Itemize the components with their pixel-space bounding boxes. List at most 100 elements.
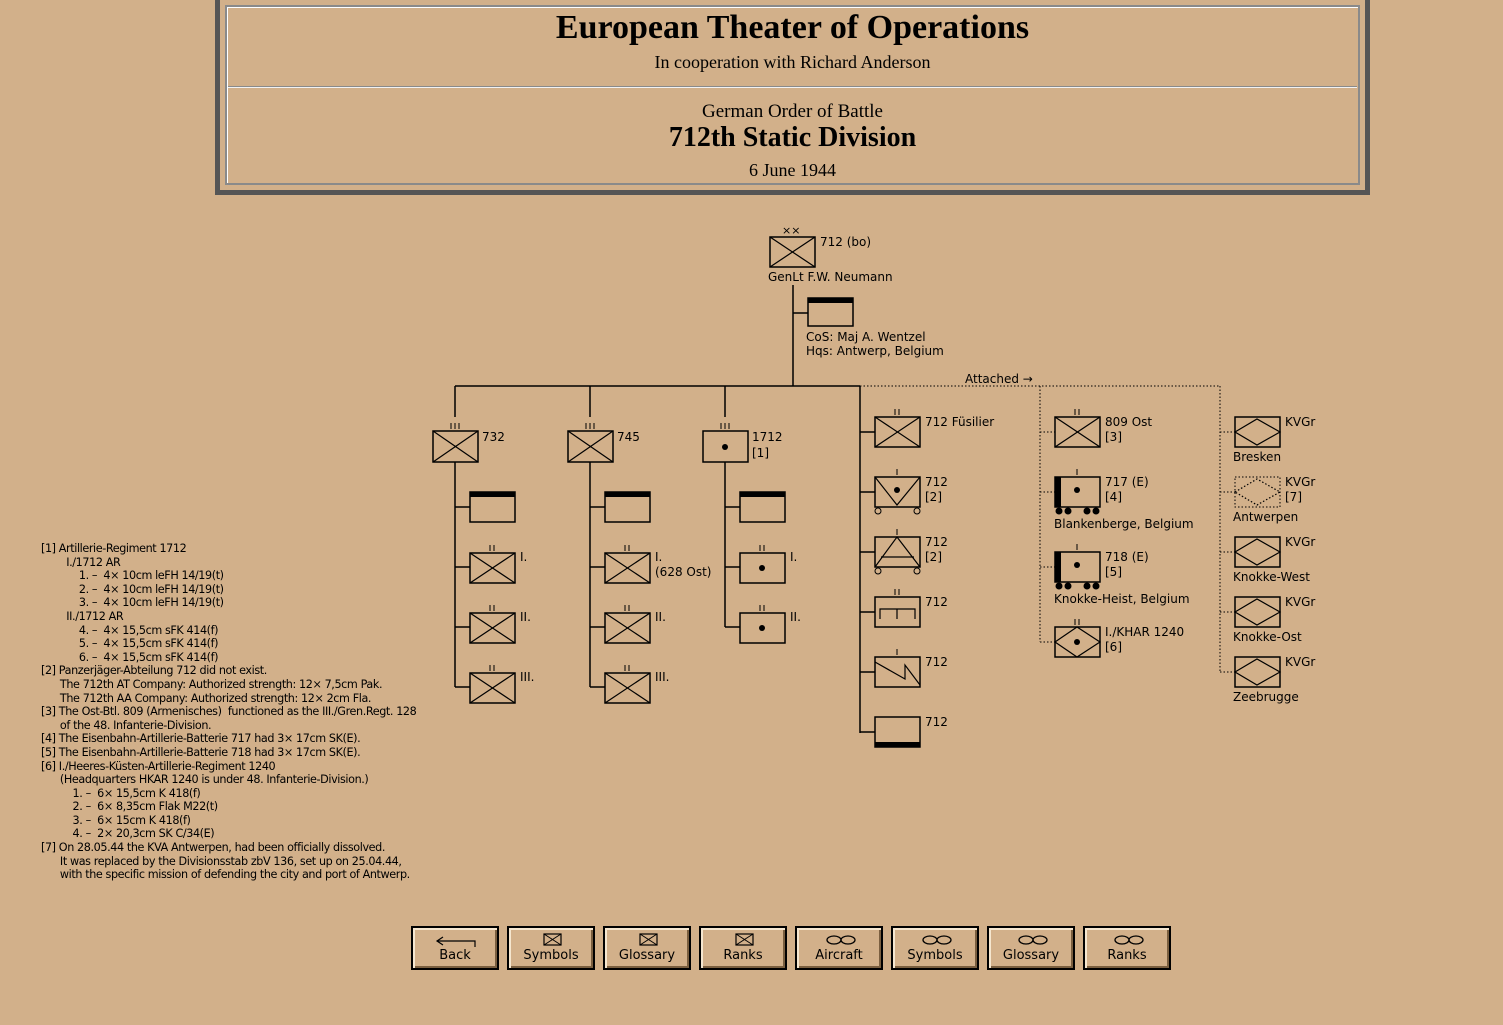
kvgr-label: KVGr (1285, 415, 1315, 429)
kvgr-location: Knokke-Ost (1233, 630, 1302, 644)
header-divider (228, 86, 1357, 88)
battalion-symbol (469, 545, 516, 584)
nav-button-symbols-air[interactable]: Symbols (891, 926, 979, 970)
divisional-unit-note: [2] (925, 490, 942, 504)
order-of-battle-label: German Order of Battle (702, 101, 883, 122)
nav-button-ranks-air[interactable]: Ranks (1083, 926, 1171, 970)
kvgr-symbol (1233, 536, 1282, 568)
divisional-unit-box (874, 596, 921, 628)
battalion-box (604, 552, 651, 584)
battalion-label: II. (655, 610, 666, 624)
nav-button-label: Symbols (907, 948, 963, 963)
regiment-hq-company (604, 491, 651, 523)
divisional-unit-box (874, 416, 921, 448)
divisional-unit-label: 712 (925, 715, 948, 729)
division-box (769, 236, 816, 268)
footnote-line: 2. – 4× 10cm leFH 14/19(t) (41, 582, 224, 596)
division-label: 712 (bo) (820, 235, 871, 249)
kvgr-label: KVGr (1285, 595, 1315, 609)
attached-unit-label: 809 Ost (1105, 415, 1152, 429)
attached-unit-note: [5] (1105, 565, 1122, 579)
divisional-unit-label: 712 (925, 655, 948, 669)
regiment-symbol-1712 (702, 423, 749, 463)
kvgr-symbol (1233, 596, 1282, 628)
battalion-extra-label: (628 Ost) (655, 565, 711, 579)
divisional-unit-symbol (874, 529, 921, 575)
battalion-symbol (604, 665, 651, 704)
battalion-label: I. (790, 550, 797, 564)
army-symbol-icon (701, 933, 785, 947)
footnote-line: I./1712 AR (41, 555, 121, 569)
divisional-unit-box (874, 476, 921, 508)
nav-button-label: Ranks (1107, 948, 1147, 963)
footnote-line: with the specific mission of defending t… (41, 868, 410, 882)
battalion-label: III. (655, 670, 669, 684)
kvgr-location: Bresken (1233, 450, 1281, 464)
footnote-line: The 712th AT Company: Authorized strengt… (41, 677, 383, 691)
battalion-label: II. (790, 610, 801, 624)
footnote-line: of the 48. Infanterie-Division. (41, 718, 212, 732)
regiment-symbol-745 (567, 423, 614, 463)
nav-button-label: Back (439, 948, 471, 963)
nav-button-aircraft-air[interactable]: Aircraft (795, 926, 883, 970)
division-title: 712th Static Division (668, 122, 917, 153)
divisional-unit-label: 712 (925, 475, 948, 489)
footnote-line: 3. – 6× 15cm K 418(f) (41, 813, 191, 827)
kvgr-box (1234, 476, 1281, 508)
divisional-unit-symbol (874, 716, 921, 748)
divisional-unit-box (874, 536, 921, 568)
nav-button-symbols[interactable]: Symbols (507, 926, 595, 970)
regiment-note: [1] (752, 446, 769, 460)
kvgr-location: Knokke-West (1233, 570, 1310, 584)
attached-unit-symbol (1054, 544, 1101, 590)
attached-unit-label: 718 (E) (1105, 550, 1149, 564)
footnote-line: 3. – 4× 10cm leFH 14/19(t) (41, 596, 224, 610)
divisional-unit-box (874, 656, 921, 688)
attached-unit-note: [6] (1105, 640, 1122, 654)
divisional-unit-label: 712 (925, 535, 948, 549)
footnote-line: [5] The Eisenbahn-Artillerie-Batterie 71… (41, 745, 361, 759)
footnote-line: [7] On 28.05.44 the KVA Antwerpen, had b… (41, 841, 386, 855)
kvgr-label: KVGr (1285, 475, 1315, 489)
division-symbol (769, 236, 816, 268)
battalion-symbol (604, 605, 651, 644)
battalion-label: III. (520, 670, 534, 684)
nav-button-ranks[interactable]: Ranks (699, 926, 787, 970)
kvgr-location: Zeebrugge (1233, 690, 1299, 704)
kvgr-label: KVGr (1285, 655, 1315, 669)
date-label: 6 June 1944 (749, 160, 836, 180)
battalion-box (739, 612, 786, 644)
regiment-hq-company (469, 491, 516, 523)
kvgr-box (1234, 536, 1281, 568)
divisional-unit-symbol (874, 589, 921, 628)
attached-unit-symbol (1054, 409, 1101, 448)
army-symbol-icon (509, 933, 593, 947)
nav-button-back[interactable]: Back (411, 926, 499, 970)
divisional-unit-note: [2] (925, 550, 942, 564)
kvgr-location: Antwerpen (1233, 510, 1298, 524)
battalion-symbol (739, 545, 786, 584)
nav-button-glossary-air[interactable]: Glossary (987, 926, 1075, 970)
footnote-line: 4. – 2× 20,3cm SK C/34(E) (41, 827, 215, 841)
regiment-label: 745 (617, 430, 640, 444)
footnote-line: II./1712 AR (41, 609, 124, 623)
footnote-line: 1. – 6× 15,5cm K 418(f) (41, 786, 201, 800)
footnote-line: 6. – 4× 15,5cm sFK 414(f) (41, 650, 219, 664)
kvgr-symbol (1233, 476, 1282, 508)
battalion-label: I. (655, 550, 662, 564)
nav-button-glossary[interactable]: Glossary (603, 926, 691, 970)
nav-button-label: Aircraft (815, 948, 863, 963)
regiment-label: 732 (482, 430, 505, 444)
page-title: European Theater of Operations (555, 9, 1030, 46)
regiment-label: 1712 (752, 430, 783, 444)
nav-button-label: Symbols (523, 948, 579, 963)
divisional-unit-symbol (874, 649, 921, 688)
footnotes: [1] Artillerie-Regiment 1712 I./1712 AR … (41, 542, 441, 882)
footnote-line: [1] Artillerie-Regiment 1712 (41, 542, 187, 555)
kvgr-box (1234, 416, 1281, 448)
nav-button-label: Glossary (618, 948, 676, 963)
footnote-line: 1. – 4× 10cm leFH 14/19(t) (41, 569, 224, 583)
back-arrow-icon (413, 933, 497, 953)
kvgr-box (1234, 656, 1281, 688)
attached-unit-symbol (1054, 469, 1101, 515)
